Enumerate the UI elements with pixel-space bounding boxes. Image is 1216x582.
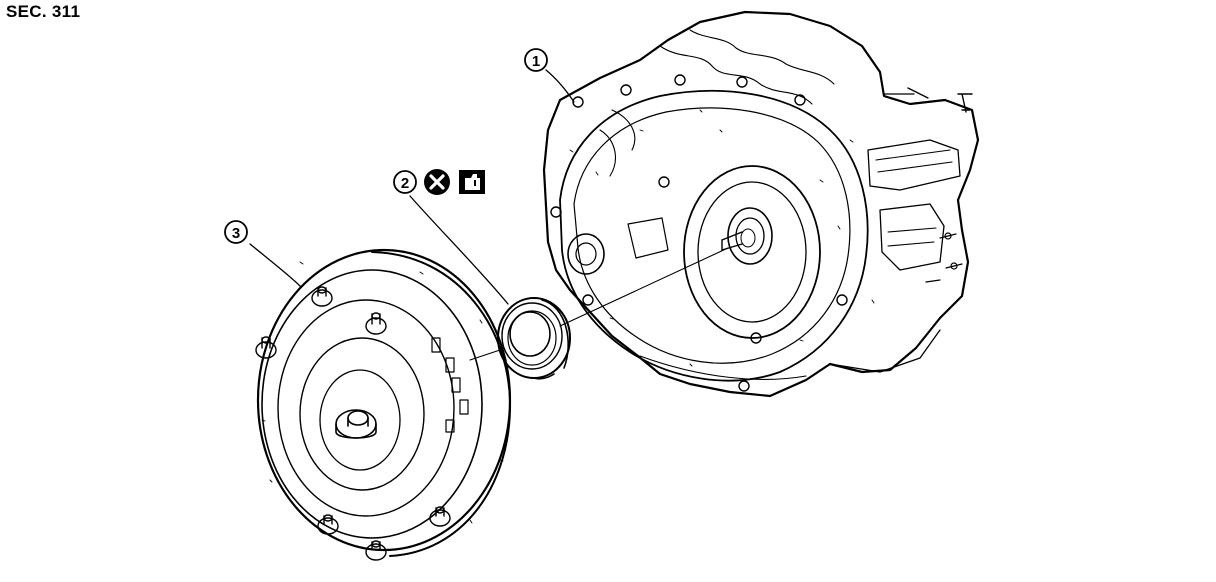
do-not-reuse-icon xyxy=(424,169,450,195)
transaxle-assembly xyxy=(542,10,980,398)
oil-seal xyxy=(497,297,571,380)
callout-leader-1 xyxy=(545,69,575,103)
alignment-line xyxy=(469,247,729,361)
callout-2-number: 2 xyxy=(401,175,409,192)
callout-leader-2 xyxy=(409,195,509,305)
torque-converter xyxy=(255,248,512,561)
callout-3: 3 xyxy=(224,220,248,244)
callout-2: 2 xyxy=(393,170,417,194)
apply-fluid-icon xyxy=(459,170,485,194)
section-label: SEC. 311 xyxy=(6,2,81,21)
callout-1-number: 1 xyxy=(532,53,540,70)
callout-leader-3 xyxy=(249,243,301,287)
callout-1: 1 xyxy=(524,48,548,72)
callout-3-number: 3 xyxy=(232,225,240,242)
